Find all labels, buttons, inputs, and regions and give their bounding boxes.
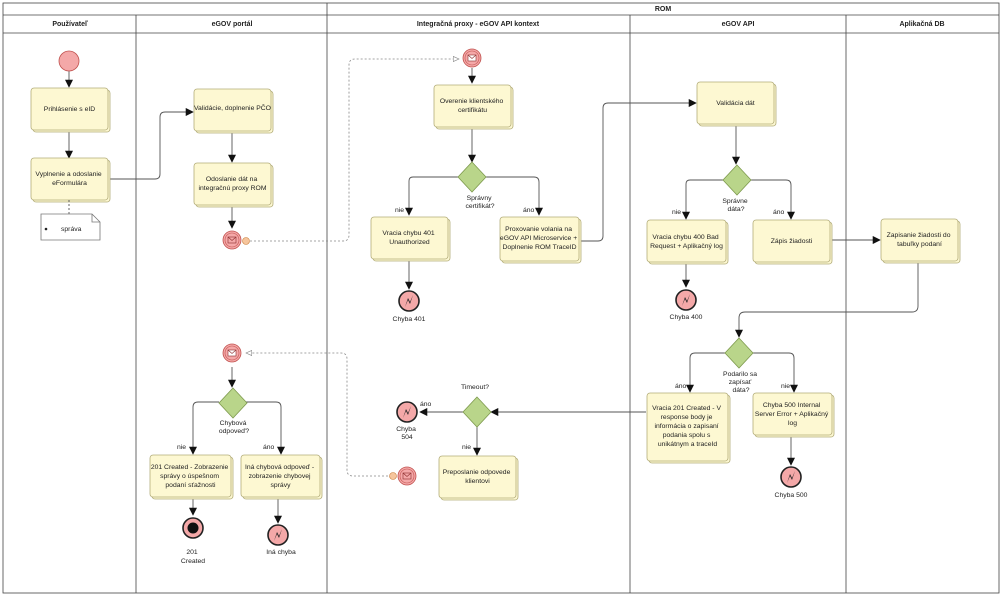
sequence-flows [64, 68, 919, 524]
task-label: Validácia dát [716, 100, 755, 107]
task-fill-form: Vyplnenie a odoslanie eFormulára [30, 157, 111, 203]
task-db-write: Zapisanie žiadosti do tabuľky podaní [880, 218, 961, 264]
lightning-icon [403, 406, 411, 418]
gateway-label: Správny certifikát? [465, 195, 494, 210]
task-label: Preposlanie odpovede klientovi [443, 469, 513, 485]
task-label: Proxovanie volania na eGOV API Microserv… [500, 226, 579, 251]
task-forward-response: Preposlanie odpovede klientovi [438, 455, 519, 501]
end-event-label: 201 Created [181, 549, 205, 565]
message-catch-event-proxy [462, 48, 482, 68]
start-event [58, 50, 80, 72]
task-show-success: 201 Created - Zobrazenie správy o úspešn… [149, 454, 234, 500]
lightning-icon [405, 295, 413, 307]
branch-label: áno [675, 383, 687, 390]
lane-portal-title: eGOV portál [212, 21, 253, 28]
task-login: Prihlásenie s eID [30, 87, 111, 133]
end-event-label: Chyba 500 [775, 492, 808, 499]
branch-label: áno [263, 444, 275, 451]
branch-label: nie [177, 444, 186, 451]
task-validate-api: Validácia dát [696, 81, 777, 127]
end-event-label: Chyba 504 [396, 426, 418, 441]
envelope-icon [467, 54, 477, 62]
task-label: Vracia chybu 400 Bad Request + Aplikačný… [650, 234, 723, 250]
branch-label: áno [773, 209, 785, 216]
end-event-401: Chyba 401 [393, 290, 426, 323]
envelope-icon [227, 236, 237, 244]
lane-db-title: Aplikačná DB [899, 21, 944, 28]
gateway-data-ok: Správne dáta? [722, 164, 752, 213]
task-label: Vyplnenie a odoslanie eFormulára [35, 171, 103, 187]
task-error-500: Chyba 500 Internal Server Error + Aplika… [752, 392, 835, 438]
message-throw-event-portal [222, 230, 250, 250]
gateway-label: Správne dáta? [722, 198, 749, 213]
lane-proxy-title: Integračná proxy - eGOV API kontext [417, 21, 540, 28]
task-send-proxy: Odoslanie dát na integračnú proxy ROM [193, 162, 274, 208]
data-object-message: správa [40, 200, 101, 241]
message-flows [246, 59, 459, 477]
gateway-timeout: Timeout? [461, 384, 492, 428]
task-write-request: Zápis žiadosti [752, 219, 833, 265]
task-label: Validácie, doplnenie PČO [194, 103, 271, 112]
lightning-icon [274, 529, 282, 541]
data-object-label: správa [61, 226, 82, 233]
task-label: Prihlásenie s eID [44, 106, 95, 113]
task-label: Vracia chybu 401 Unauthorized [382, 230, 436, 246]
task-response-201: Vracia 201 Created - V response body je … [646, 392, 731, 464]
gateway-error-response: Chybová odpoveď? [218, 387, 249, 435]
lane-api-title: eGOV API [722, 21, 755, 28]
message-catch-event-portal [222, 343, 242, 363]
end-event-other: Iná chyba [266, 524, 296, 556]
task-label: Vracia 201 Created - V response body je … [652, 405, 723, 448]
branch-label: áno [420, 401, 432, 408]
task-label: Zapisanie žiadosti do tabuľky podaní [887, 232, 953, 248]
gateway-cert: Správny certifikát? [457, 161, 495, 210]
envelope-icon [402, 472, 412, 480]
task-label: Odoslanie dát na integračnú proxy ROM [199, 176, 267, 192]
task-label: 201 Created - Zobrazenie správy o úspešn… [151, 464, 230, 489]
gateway-label: Podarilo sa zapísať dáta? [723, 371, 759, 394]
lane-user-title: Používateľ [52, 21, 88, 28]
end-event-label: Chyba 400 [670, 314, 703, 321]
branch-label: nie [781, 383, 790, 390]
envelope-icon [227, 349, 237, 357]
end-event-504: Chyba 504 [396, 401, 418, 441]
end-event-201: 201 Created [181, 517, 205, 565]
lightning-icon [682, 294, 690, 306]
task-label: Overenie klientského certifikátu [440, 98, 505, 114]
gateway-label: Chybová odpoveď? [219, 420, 249, 435]
task-verify-cert: Overenie klientského certifikátu [433, 84, 514, 130]
task-error-401: Vracia chybu 401 Unauthorized [370, 216, 451, 262]
pool-title: ROM [655, 6, 672, 13]
task-label: Chyba 500 Internal Server Error + Aplika… [755, 402, 830, 427]
task-label: Iná chybová odpoveď - zobrazenie chybove… [245, 464, 316, 489]
end-event-label: Chyba 401 [393, 316, 426, 323]
end-event-label: Iná chyba [266, 549, 296, 556]
lightning-icon [787, 471, 795, 483]
task-show-error: Iná chybová odpoveď - zobrazenie chybove… [240, 454, 323, 500]
task-label: Zápis žiadosti [771, 238, 813, 245]
task-validate-portal: Validácie, doplnenie PČO [193, 88, 274, 134]
gateway-written: Podarilo sa zapísať dáta? [723, 337, 759, 394]
task-error-400: Vracia chybu 400 Bad Request + Aplikačný… [646, 219, 729, 265]
message-throw-event-proxy [389, 466, 417, 486]
gateway-label: Timeout? [461, 384, 489, 391]
end-event-500: Chyba 500 [775, 466, 808, 499]
end-event-400: Chyba 400 [670, 289, 703, 321]
task-proxy-call: Proxovanie volania na eGOV API Microserv… [499, 216, 582, 264]
branch-label: nie [395, 207, 404, 214]
branch-label: áno [523, 207, 535, 214]
branch-label: nie [672, 209, 681, 216]
branch-label: nie [462, 444, 471, 451]
